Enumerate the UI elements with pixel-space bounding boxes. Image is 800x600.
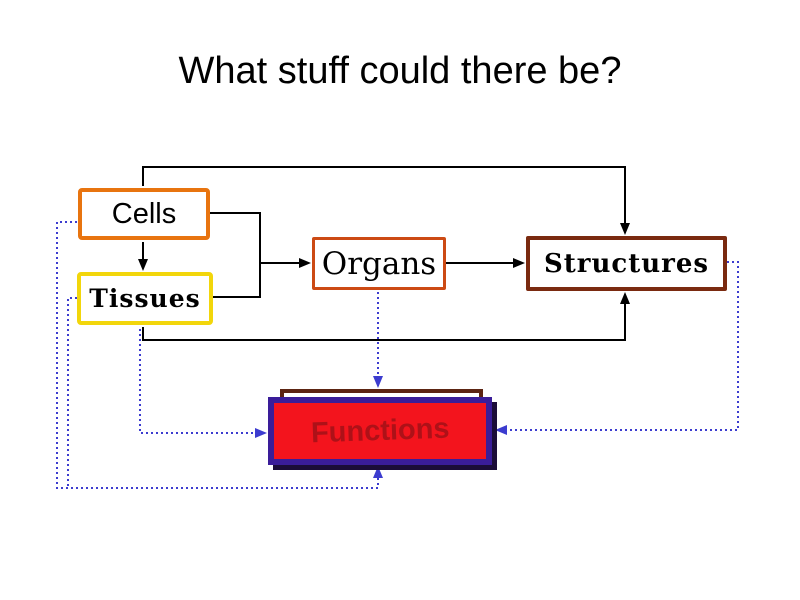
edge-tissues-functions-mid: [139, 329, 267, 438]
node-tissues: Tissues: [77, 272, 213, 325]
edge-tissues-functions-left: [67, 297, 77, 486]
slide-title: What stuff could there be?: [178, 50, 622, 92]
edge-structures-functions: [495, 261, 739, 435]
functions-label: Functions: [310, 412, 450, 449]
organs-label: Organs: [321, 245, 437, 282]
edge-cells-functions-bottom: [56, 221, 383, 489]
node-cells: Cells: [78, 188, 210, 240]
tissues-label: Tissues: [89, 284, 201, 313]
edge-cells-junction: [210, 212, 261, 263]
edge-cells-structures-top: [142, 166, 630, 235]
node-organs: Organs: [312, 237, 446, 290]
node-functions: Functions: [268, 397, 492, 465]
structures-label: Structures: [543, 248, 709, 279]
edge-tissues-junction: [213, 263, 261, 298]
edge-tissues-structures-bottom: [142, 292, 630, 341]
node-structures: Structures: [526, 236, 727, 291]
cells-label: Cells: [111, 197, 177, 230]
